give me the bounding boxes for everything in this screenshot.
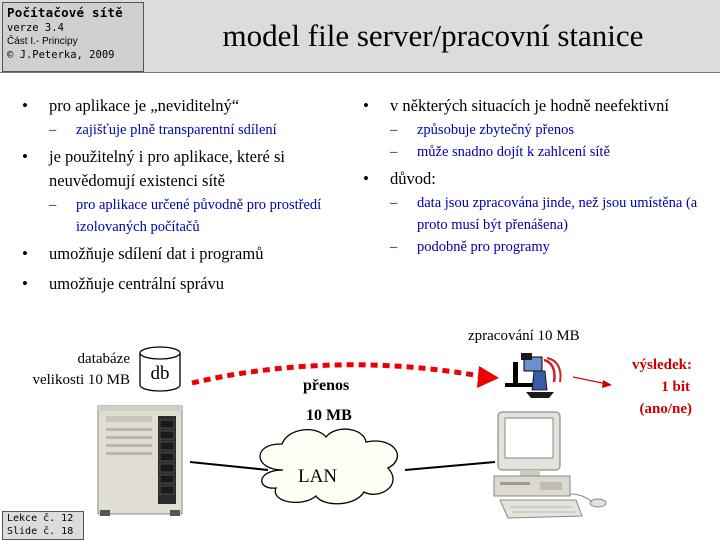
bullet-item: • pro aplikace je „neviditelný“ – zajišťu… (22, 94, 352, 141)
bullet-text: v některých situacích je hodně neefektiv… (390, 96, 670, 115)
sub-bullet-text: podobně pro programy (417, 239, 550, 255)
course-version: verze 3.4 (7, 22, 64, 34)
course-copyright: © J.Peterka, 2009 (7, 49, 115, 61)
server-tower-icon (97, 405, 183, 516)
sub-bullet-text: data jsou zpracována jinde, než jsou umí… (417, 195, 698, 233)
dash-icon: – (390, 239, 398, 255)
sub-bullet-item: – způsobuje zbytečný přenos (390, 119, 703, 141)
sub-bullet-item: – může snadno dojít k zahlcení sítě (390, 141, 703, 163)
bullet-dot-icon: • (22, 274, 28, 293)
database-icon (139, 346, 181, 392)
sub-bullet-list: – pro aplikace určené původně pro prostře… (49, 194, 352, 238)
sub-bullet-list: – zajišťuje plně transparentní sdílení (49, 119, 352, 141)
sub-bullet-item: – data jsou zpracována jinde, než jsou um… (390, 192, 703, 236)
result-label-line3: (ano/ne) (639, 401, 693, 417)
bullet-dot-icon: • (363, 96, 369, 115)
lan-label: LAN (298, 466, 338, 487)
bullet-dot-icon: • (22, 244, 28, 263)
transfer-arrow-icon (191, 362, 499, 388)
sub-bullet-text: pro aplikace určené původně pro prostřed… (76, 197, 322, 235)
bullet-item: • důvod: – data jsou zpracována jinde, ne… (363, 167, 703, 258)
bullet-dot-icon: • (22, 147, 28, 166)
slide-number: Slide č. 18 (7, 525, 74, 537)
lan-cloud-icon (259, 428, 399, 505)
transfer-label-line2: 10 MB (306, 407, 352, 424)
bullet-dot-icon: • (363, 169, 369, 188)
bullet-dot-icon: • (22, 96, 28, 115)
bullet-text: umožňuje centrální správu (49, 274, 225, 293)
bullet-item: • je použitelný i pro aplikace, které si… (22, 145, 352, 238)
sub-bullet-item: – zajišťuje plně transparentní sdílení (49, 119, 352, 141)
slide-header: Počítačové sítě verze 3.4 Část I.- Princ… (0, 0, 720, 73)
transfer-label-line1: přenos (303, 377, 350, 394)
dash-icon: – (390, 122, 398, 138)
bullet-text: je použitelný i pro aplikace, které si n… (49, 147, 285, 190)
bullet-item: • umožňuje sdílení dat i programů (22, 242, 352, 266)
sub-bullet-text: zajišťuje plně transparentní sdílení (76, 122, 277, 138)
lesson-number: Lekce č. 12 (7, 513, 74, 524)
sub-bullet-text: může snadno dojít k zahlcení sítě (417, 144, 610, 160)
bullet-text: umožňuje sdílení dat i programů (49, 244, 264, 263)
dash-icon: – (390, 144, 398, 160)
workstation-cable (404, 461, 496, 471)
workstation-computer-icon (493, 411, 607, 519)
result-label-line1: výsledek: (632, 357, 692, 373)
dash-icon: – (49, 197, 57, 213)
right-bullet-list: • v některých situacích je hodně neefekt… (363, 94, 703, 262)
sub-bullet-item: – pro aplikace určené původně pro prostře… (49, 194, 352, 238)
database-icon-label: db (150, 363, 170, 384)
sub-bullet-list: – způsobuje zbytečný přenos – může snadno … (390, 119, 703, 163)
sub-bullet-text: způsobuje zbytečný přenos (417, 122, 575, 138)
processing-label: zpracování 10 MB (468, 328, 580, 344)
dash-icon: – (49, 122, 57, 138)
result-arrow-icon (572, 376, 612, 388)
slide-footer: Lekce č. 12 Slide č. 18 (2, 511, 84, 540)
dash-icon: – (390, 195, 398, 211)
bullet-text: důvod: (390, 169, 436, 188)
result-label-line2: 1 bit (661, 379, 690, 395)
course-info-box: Počítačové sítě verze 3.4 Část I.- Princ… (2, 2, 144, 72)
slide-title: model file server/pracovní stanice (222, 18, 644, 53)
server-cable (189, 461, 269, 471)
bullet-item: • umožňuje centrální správu (22, 272, 352, 296)
processing-machine-icon (505, 353, 562, 398)
course-part: Část I.- Principy (7, 36, 78, 47)
database-label-line2: velikosti 10 MB (32, 372, 130, 388)
course-title: Počítačové sítě (7, 5, 123, 20)
bullet-text: pro aplikace je „neviditelný“ (49, 96, 240, 115)
left-bullet-list: • pro aplikace je „neviditelný“ – zajišťu… (22, 94, 352, 298)
sub-bullet-item: – podobně pro programy (390, 236, 703, 258)
database-label-line1: databáze (77, 351, 130, 367)
bullet-item: • v některých situacích je hodně neefekt… (363, 94, 703, 163)
sub-bullet-list: – data jsou zpracována jinde, než jsou um… (390, 192, 703, 258)
